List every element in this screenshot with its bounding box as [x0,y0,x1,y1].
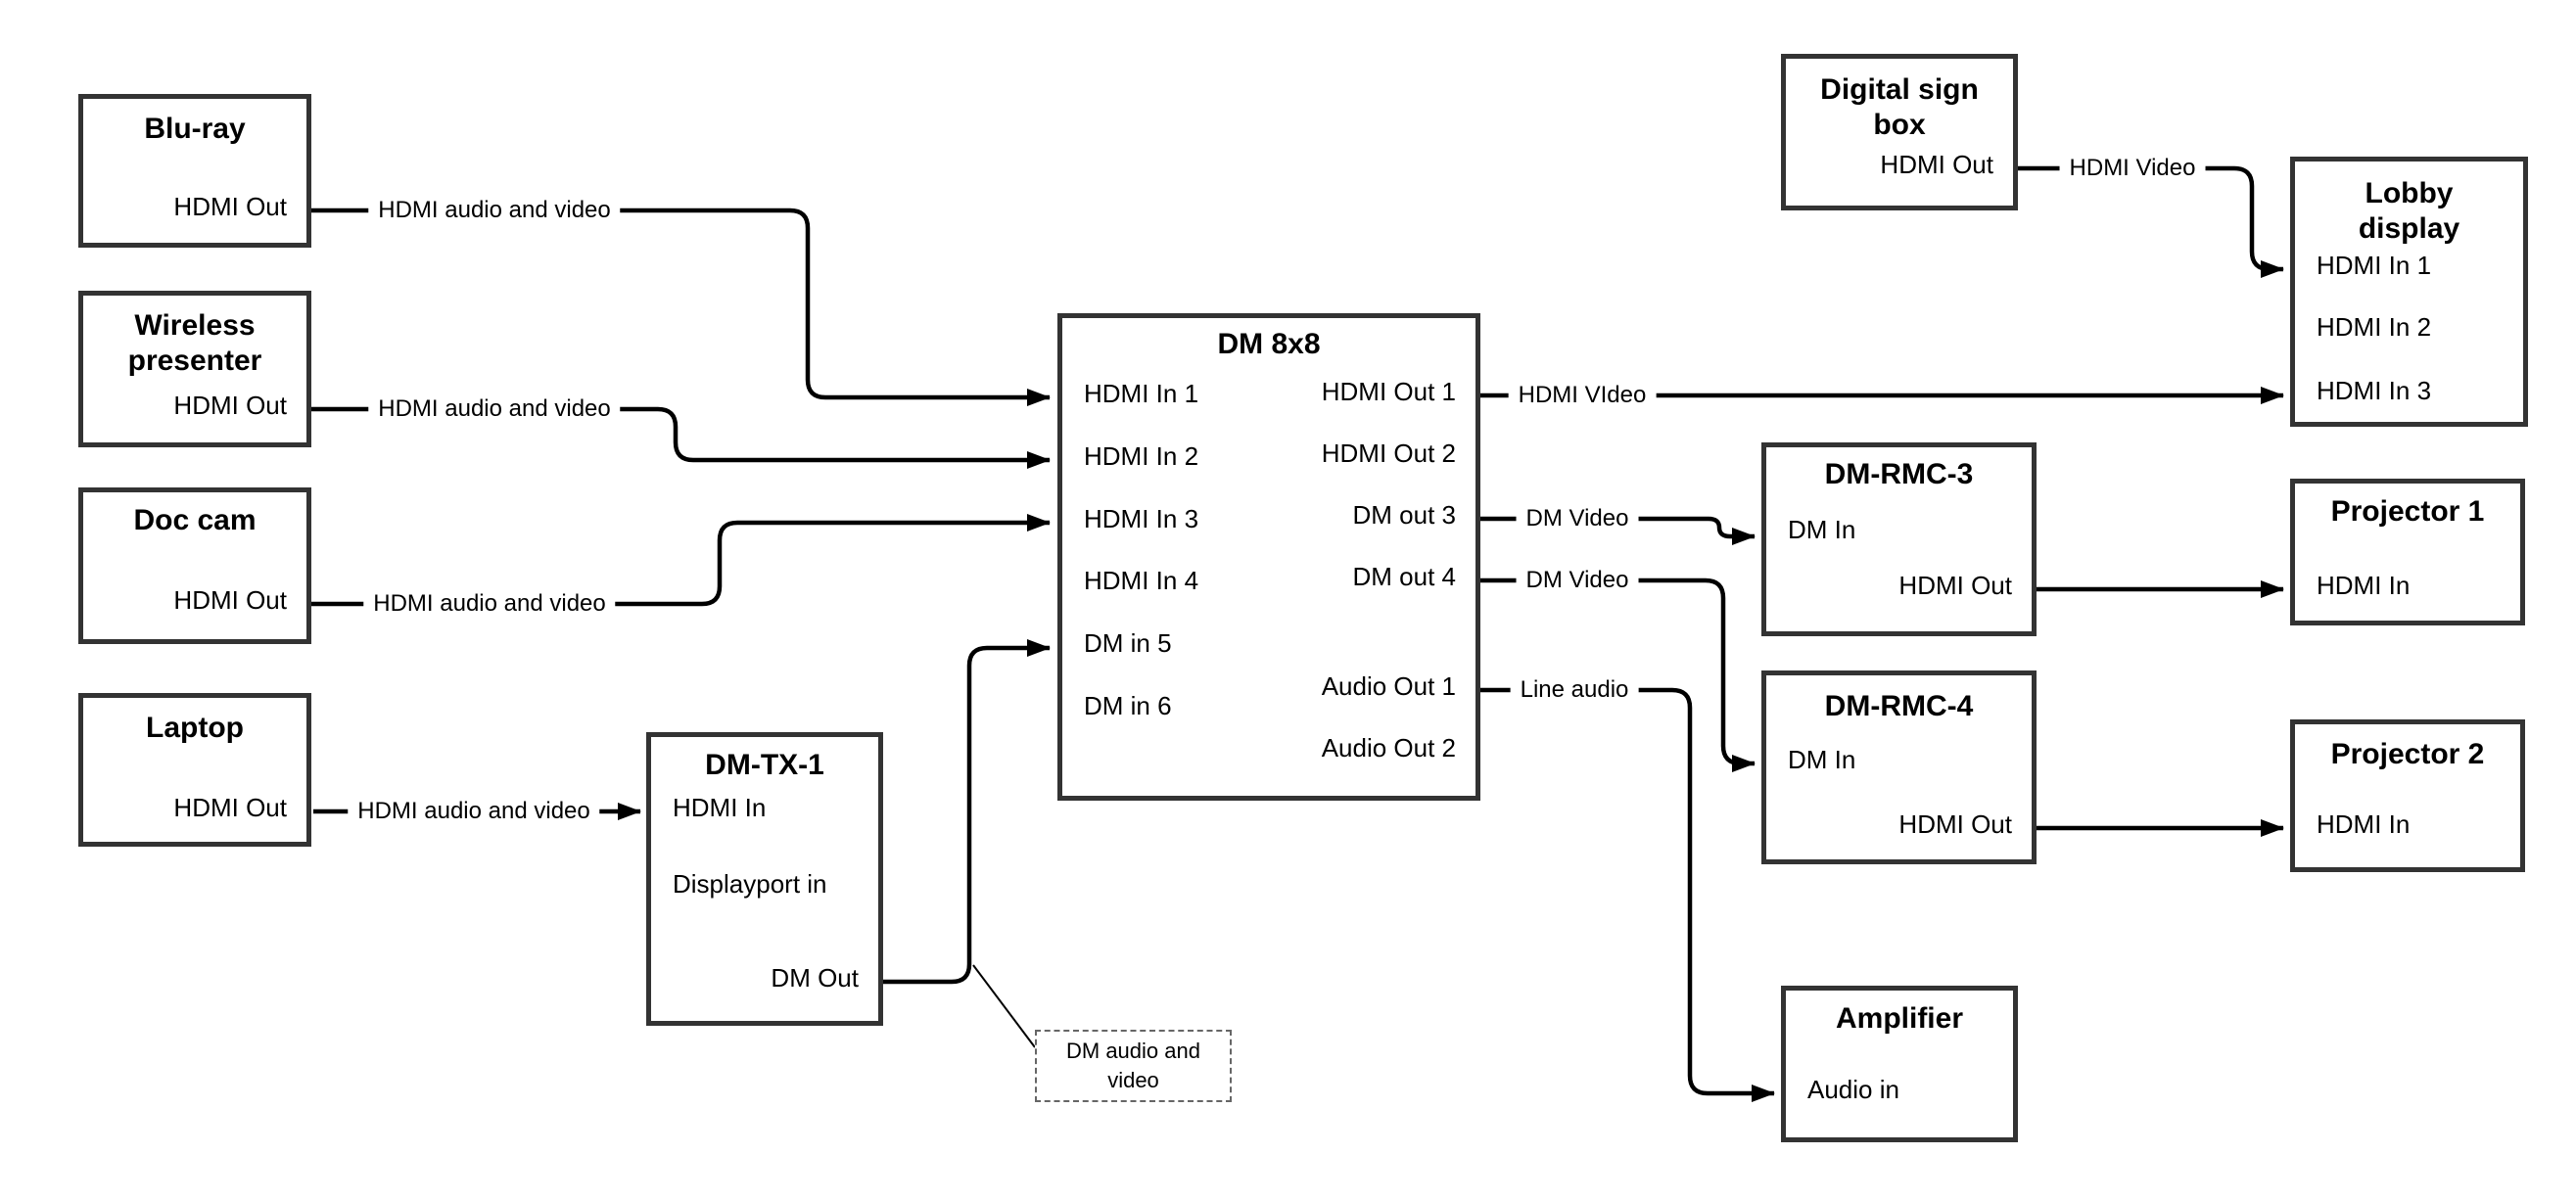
annotation-note-dm-audio-video: DM audio and video [1035,1030,1232,1102]
note-leader-line [972,964,1036,1048]
box-title: Projector 1 [2330,495,2485,528]
device-box-amplifier: Amplifier Audio in [1781,986,2018,1142]
port-hdmi-in-3: HDMI In 3 [1084,504,1199,533]
connector-dm8x8-dm-out-3-to-rmc3-dm-in [1480,516,1756,545]
device-box-lobby-display: Lobby display HDMI In 1 HDMI In 2 HDMI I… [2290,157,2528,427]
device-box-doc-cam: Doc cam HDMI Out [78,487,311,644]
device-box-projector-1: Projector 1 HDMI In [2290,479,2525,625]
connector-dm8x8-audio-out-1-to-amplifier-audio-in [1480,687,1775,1102]
port-audio-out-1: Audio Out 1 [1321,671,1456,701]
wire-label-hdmi-video-digitalsign: HDMI Video [2059,154,2206,183]
wire-label-dm-video-out3: DM Video [1516,504,1639,533]
box-title: DM 8x8 [1217,328,1321,360]
device-box-blu-ray: Blu-ray HDMI Out [78,94,311,248]
device-box-laptop: Laptop HDMI Out [78,693,311,847]
port-hdmi-out: HDMI Out [173,793,287,822]
port-dm-out-3: DM out 3 [1352,500,1457,530]
wire-label-hdmi-audio-video-bluray: HDMI audio and video [368,196,621,225]
port-audio-out-2: Audio Out 2 [1321,733,1456,762]
port-hdmi-in: HDMI In [2317,809,2411,839]
port-hdmi-in: HDMI In [2317,571,2411,600]
connector-wireless-to-dm8x8-hdmi-in-2 [311,406,1051,469]
box-title: Doc cam [133,504,257,536]
device-box-dm-8x8: DM 8x8 HDMI In 1 HDMI In 2 HDMI In 3 HDM… [1057,313,1480,801]
port-audio-in: Audio in [1807,1075,1899,1104]
wire-label-hdmi-audio-video-laptop: HDMI audio and video [348,797,600,826]
box-title: Digital sign box [1820,73,1979,141]
device-box-dm-rmc-4: DM-RMC-4 DM In HDMI Out [1761,670,2037,864]
box-title: Amplifier [1835,1002,1964,1035]
connector-dm8x8-dm-out-4-to-rmc4-dm-in [1480,577,1756,772]
port-hdmi-out-2: HDMI Out 2 [1321,439,1456,468]
connector-doccam-to-dm8x8-hdmi-in-3 [311,514,1051,607]
port-hdmi-in-4: HDMI In 4 [1084,566,1199,595]
box-title: Lobby display [2358,177,2460,245]
connector-bluray-to-dm8x8-hdmi-in-1 [311,208,1051,406]
port-hdmi-out: HDMI Out [173,585,287,615]
connector-dmtx1-to-dm8x8-dm-in-5 [883,639,1051,985]
wire-label-hdmi-audio-video-doccam: HDMI audio and video [363,589,616,619]
box-title: Blu-ray [144,113,246,145]
port-hdmi-out-1: HDMI Out 1 [1321,377,1456,406]
port-dm-in: DM In [1788,515,1856,544]
wire-label-hdmi-audio-video-wireless: HDMI audio and video [368,394,621,424]
wire-label-line-audio: Line audio [1510,675,1639,705]
port-hdmi-out: HDMI Out [1898,809,2012,839]
port-hdmi-in-2: HDMI In 2 [1084,441,1199,471]
port-displayport-in: Displayport in [673,869,827,899]
port-dm-out: DM Out [771,963,859,993]
port-hdmi-in: HDMI In [673,793,767,822]
port-hdmi-in-2: HDMI In 2 [2317,312,2432,342]
device-box-wireless-presenter: Wireless presenter HDMI Out [78,291,311,447]
connector-digitalsign-to-lobby-hdmi-in-1 [2018,165,2284,278]
annotation-note-text: DM audio and video [1066,1039,1200,1092]
port-dm-in: DM In [1788,745,1856,774]
port-dm-out-4: DM out 4 [1352,562,1457,591]
port-hdmi-out: HDMI Out [1898,571,2012,600]
port-dm-in-6: DM in 6 [1084,691,1172,720]
port-hdmi-in-3: HDMI In 3 [2317,376,2432,405]
box-title: Laptop [146,712,244,744]
box-title: DM-RMC-3 [1824,458,1974,490]
device-box-projector-2: Projector 2 HDMI In [2290,719,2525,872]
port-hdmi-out: HDMI Out [173,192,287,221]
device-box-dm-rmc-3: DM-RMC-3 DM In HDMI Out [1761,442,2037,636]
box-title: Projector 2 [2330,738,2485,770]
port-hdmi-in-1: HDMI In 1 [2317,251,2432,280]
box-title: Wireless presenter [127,309,262,377]
device-box-digital-sign-box: Digital sign box HDMI Out [1781,54,2018,210]
box-title: DM-RMC-4 [1824,690,1974,722]
port-hdmi-out: HDMI Out [173,391,287,420]
device-box-dm-tx-1: DM-TX-1 HDMI In Displayport in DM Out [646,732,883,1026]
port-hdmi-out: HDMI Out [1880,150,1993,179]
port-dm-in-5: DM in 5 [1084,628,1172,658]
wire-label-dm-video-out4: DM Video [1516,566,1639,595]
port-hdmi-in-1: HDMI In 1 [1084,379,1199,408]
wire-label-hdmi-video-out1: HDMI VIdeo [1508,381,1657,410]
box-title: DM-TX-1 [705,749,824,781]
